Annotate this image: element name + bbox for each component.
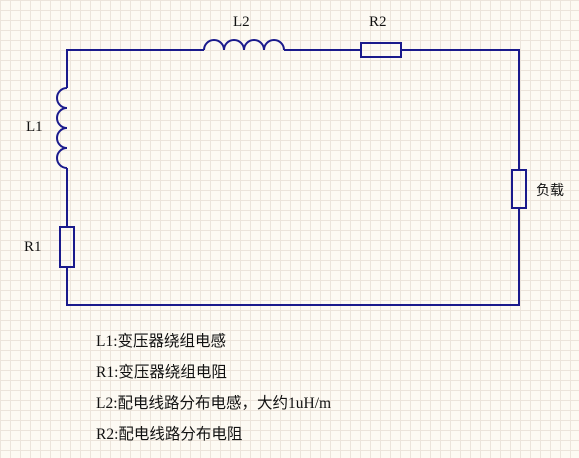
- resistor-r2: [360, 42, 402, 58]
- inductor-l1: [56, 87, 68, 169]
- note-r1: R1:变压器绕组电阻: [96, 364, 227, 381]
- note-l2: L2:配电线路分布电感，大约1uH/m: [96, 395, 332, 412]
- label-load: 负载: [536, 183, 564, 199]
- wire-top-right: [401, 49, 520, 170]
- legend-notes: L1:变压器绕组电感 R1:变压器绕组电阻 L2:配电线路分布电感，大约1uH/…: [96, 331, 331, 455]
- label-r1: R1: [24, 239, 42, 255]
- inductor-l2: [203, 39, 285, 51]
- label-r2: R2: [369, 14, 387, 30]
- note-l1: L1:变压器绕组电感: [96, 333, 227, 350]
- load-resistor: [511, 169, 527, 209]
- note-r2: R2:配电线路分布电阻: [96, 426, 243, 443]
- resistor-r1: [59, 226, 75, 268]
- label-l1: L1: [26, 119, 43, 135]
- wire-bottom: [66, 208, 520, 306]
- wire-top-left: [66, 49, 204, 88]
- label-l2: L2: [233, 14, 250, 30]
- circuit-wires: [66, 49, 520, 306]
